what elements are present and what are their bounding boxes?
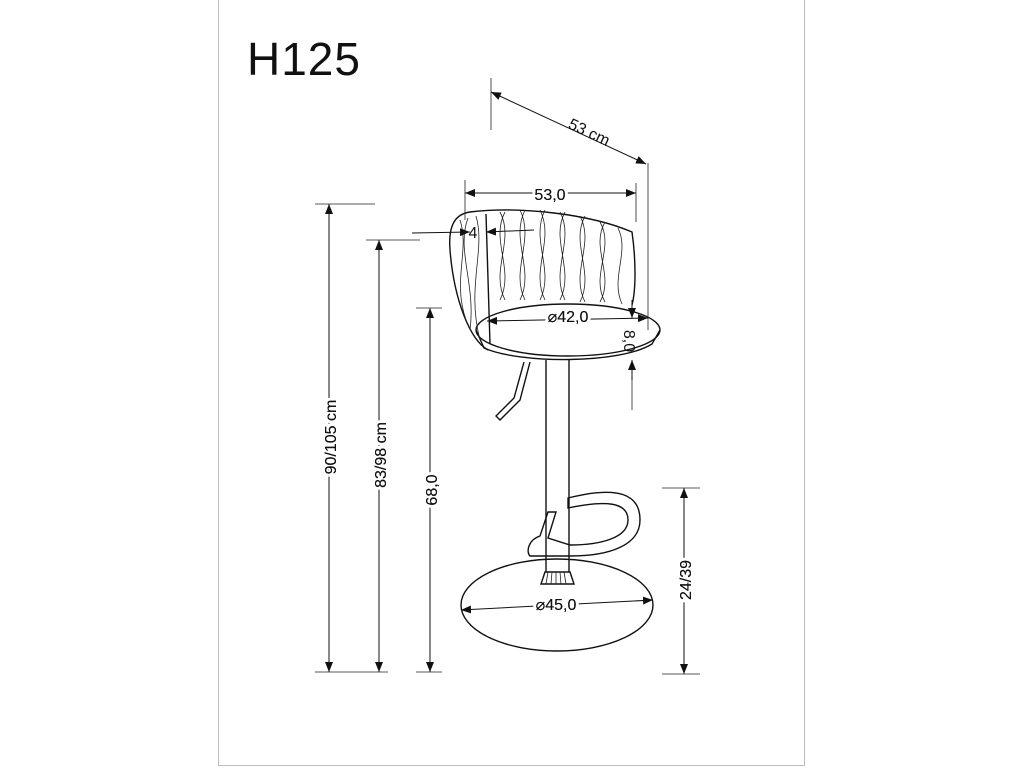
footrest-height-label: 24/39 bbox=[678, 560, 695, 600]
seat-thickness-label: 8,0 bbox=[620, 330, 637, 352]
backrest-frame bbox=[485, 213, 491, 345]
stool-illustration bbox=[449, 209, 661, 652]
footrest-height-label-bg: 24/39 bbox=[678, 560, 695, 600]
seat-diameter-line bbox=[486, 314, 649, 325]
base-diameter-label: ⌀45,0 bbox=[536, 597, 577, 614]
seat-height-label: 68,0 bbox=[424, 474, 441, 505]
back-thickness-label: 4 bbox=[469, 225, 478, 242]
seat-diameter-label-bg: ⌀42,0 bbox=[548, 309, 589, 326]
arm-height-label-bg: 83/98 cm bbox=[373, 422, 390, 488]
arm-height-label: 83/98 cm bbox=[373, 422, 390, 488]
base-diameter-label-bg: ⌀45,0 bbox=[536, 597, 577, 614]
total-height-label: 90/105 cm bbox=[323, 400, 340, 475]
back-thickness-line bbox=[411, 228, 471, 237]
column bbox=[545, 360, 570, 572]
seat-diameter-label: ⌀42,0 bbox=[548, 309, 589, 326]
width-label: 53,0 bbox=[534, 187, 565, 204]
total-height-label-bg: 90/105 cm bbox=[323, 400, 340, 475]
woven-straps bbox=[459, 209, 623, 341]
backrest-outline bbox=[449, 209, 636, 351]
base-diameter-line bbox=[460, 596, 654, 614]
gas-lever bbox=[495, 361, 531, 421]
model-title: H125 bbox=[247, 33, 361, 85]
seat-body bbox=[475, 329, 661, 361]
dimension-lines bbox=[315, 78, 700, 675]
footrest-ring bbox=[527, 491, 641, 557]
base-collar bbox=[540, 571, 575, 585]
depth-dimension-line bbox=[490, 91, 647, 165]
width-label-bg: 53,0 bbox=[534, 187, 565, 204]
depth-label: 53 cm bbox=[566, 116, 613, 150]
seat-height-label-bg: 68,0 bbox=[424, 474, 441, 505]
